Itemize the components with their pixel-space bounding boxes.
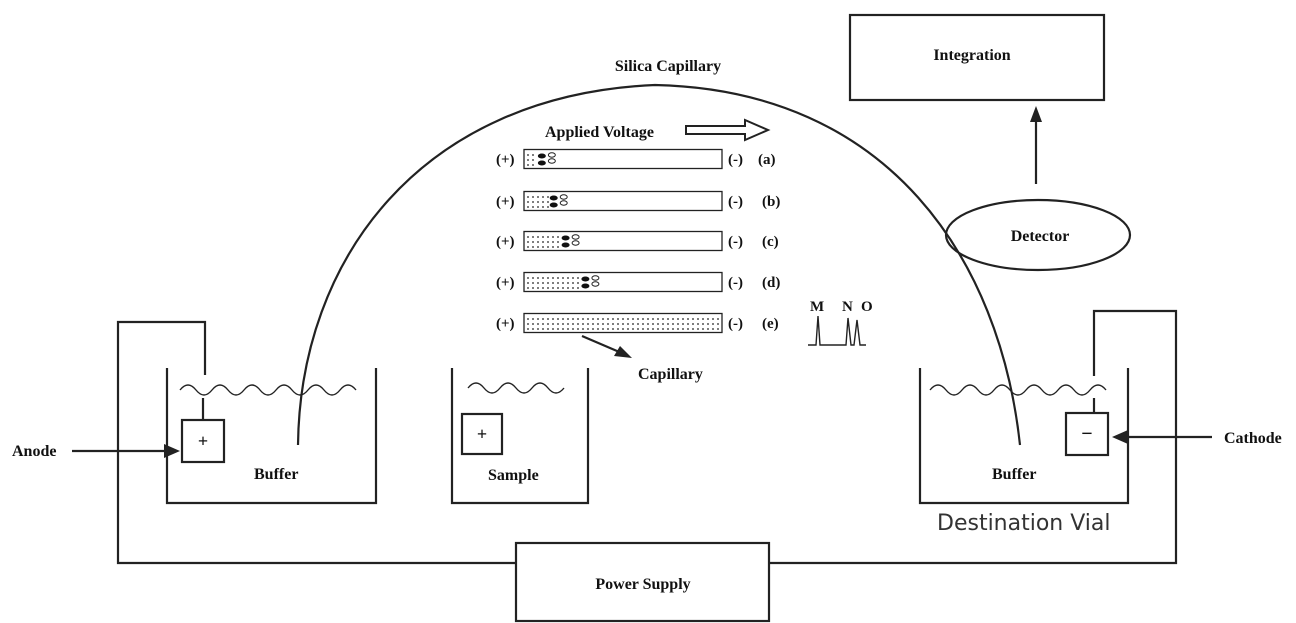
anode-label: Anode [12, 443, 56, 460]
stage-positive-label: (+) [496, 234, 515, 250]
anode-arrow-head [164, 444, 180, 458]
cathode-sign: − [1081, 423, 1092, 445]
stage-row: (+) (-) (d) [496, 271, 780, 293]
capillary-segment [523, 230, 723, 252]
right-buffer-surface [929, 384, 1107, 396]
stage-negative-label: (-) [728, 194, 743, 210]
stage-row: (+) (-) (e) [496, 312, 779, 334]
capillary-segment [523, 148, 723, 170]
stage-negative-label: (-) [728, 234, 743, 250]
power-supply-label: Power Supply [595, 576, 690, 593]
destination-vial-label: Destination Vial [937, 511, 1111, 536]
stage-row: (+) (-) (b) [496, 190, 780, 212]
stage-negative-label: (-) [728, 316, 743, 332]
cathode-electrode [1064, 411, 1110, 457]
stage-positive-label: (+) [496, 194, 515, 210]
left-circuit-wire [116, 320, 516, 565]
capillary-stages: (+)(-)(a)(+)(-)(b)(+)(-)(c)(+)(-)(d)(+)(… [496, 148, 780, 334]
left-buffer-label: Buffer [254, 466, 298, 483]
cathode-label: Cathode [1224, 430, 1282, 447]
power-supply-box [514, 541, 771, 623]
detector-label: Detector [1011, 228, 1070, 245]
integration-label: Integration [933, 47, 1010, 64]
migrating-zone [527, 234, 580, 248]
right-buffer-label: Buffer [992, 466, 1036, 483]
silica-capillary-label: Silica Capillary [615, 58, 721, 75]
silica-capillary-arc [296, 83, 1022, 446]
detector-ellipse [944, 198, 1132, 272]
migrating-zone [527, 275, 600, 289]
anode-sign: + [198, 431, 208, 451]
peak-o-label: O [861, 299, 873, 315]
capillary-pointer-head [614, 346, 632, 358]
left-buffer-vial [165, 368, 378, 505]
peak-m-label: M [810, 299, 824, 315]
applied-voltage-arrow [685, 118, 771, 142]
sample-electrode [460, 412, 504, 456]
capillary-segment [523, 190, 723, 212]
stage-positive-label: (+) [496, 275, 515, 291]
stage-negative-label: (-) [728, 275, 743, 291]
capillary-label: Capillary [638, 366, 703, 383]
sample-vial [450, 368, 590, 505]
peak-n-label: N [842, 299, 853, 315]
stage-tag: (a) [758, 152, 776, 168]
detector-arrow-head [1030, 106, 1042, 122]
cathode-arrow-head [1112, 430, 1128, 444]
sample-surface [467, 382, 565, 394]
applied-voltage-label: Applied Voltage [545, 124, 654, 141]
migrating-zone [527, 318, 719, 330]
stage-positive-label: (+) [496, 152, 515, 168]
right-circuit-wire [770, 309, 1178, 565]
stage-positive-label: (+) [496, 316, 515, 332]
migrating-zone [527, 152, 556, 166]
sample-label: Sample [488, 467, 539, 484]
sample-sign: + [477, 424, 487, 444]
stage-tag: (c) [762, 234, 779, 250]
stage-tag: (b) [762, 194, 780, 210]
capillary-segment [523, 312, 723, 334]
stage-negative-label: (-) [728, 152, 743, 168]
electropherogram-trace [808, 315, 866, 346]
capillary-segment [523, 271, 723, 293]
integration-box [848, 13, 1106, 102]
stage-row: (+) (-) (a) [496, 148, 776, 170]
stage-tag: (e) [762, 316, 779, 332]
stage-row: (+) (-) (c) [496, 230, 779, 252]
migrating-zone [527, 194, 568, 208]
left-buffer-surface [179, 384, 357, 396]
stage-tag: (d) [762, 275, 780, 291]
